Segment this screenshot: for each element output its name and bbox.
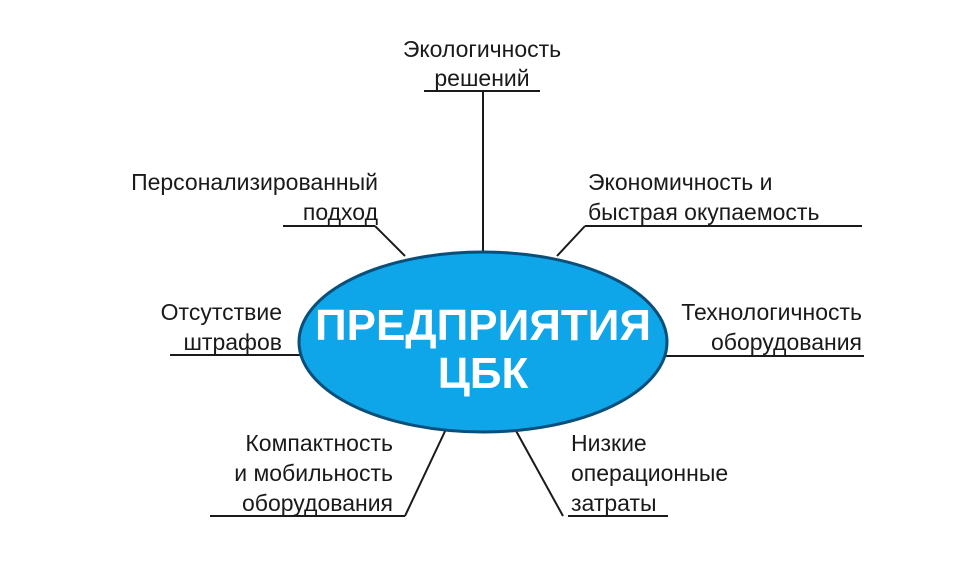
center-ellipse (297, 250, 669, 434)
node-personal-line1: Персонализированный (131, 169, 378, 195)
node-tech-line1: Технологичность (681, 299, 862, 325)
connector-costs-stem (514, 428, 564, 517)
node-tech-line2: оборудования (711, 329, 862, 355)
connectors (170, 90, 864, 517)
node-fines: Отсутствие штрафов (161, 299, 282, 355)
node-personal: Персонализированный подход (131, 169, 379, 225)
node-economy: Экономичность и быстрая окупаемость (588, 169, 819, 225)
connector-compact-stem (404, 426, 448, 517)
connector-personal-stem (374, 225, 406, 257)
connector-economy-stem (556, 225, 586, 257)
node-compact: Компактность и мобильность оборудования (234, 430, 393, 516)
node-compact-line2: и мобильность (234, 460, 393, 486)
center-title-line2: ЦБК (438, 349, 529, 398)
node-costs: Низкие операционные затраты (571, 430, 728, 516)
node-ecology: Экологичность решений (403, 36, 561, 91)
node-fines-line1: Отсутствие (161, 299, 282, 325)
node-personal-line2: подход (303, 199, 379, 225)
center-title-line1: ПРЕДПРИЯТИЯ (315, 301, 651, 350)
node-compact-line3: оборудования (242, 490, 393, 516)
node-tech: Технологичность оборудования (681, 299, 862, 355)
node-ecology-line2: решений (434, 65, 529, 91)
node-economy-line2: быстрая окупаемость (588, 199, 819, 225)
node-ecology-line1: Экологичность (403, 36, 561, 62)
node-costs-line2: операционные (571, 460, 728, 486)
node-fines-line2: штрафов (183, 329, 282, 355)
node-costs-line1: Низкие (571, 430, 647, 456)
node-costs-line3: затраты (571, 490, 657, 516)
node-economy-line1: Экономичность и (588, 169, 773, 195)
node-compact-line1: Компактность (245, 430, 393, 456)
